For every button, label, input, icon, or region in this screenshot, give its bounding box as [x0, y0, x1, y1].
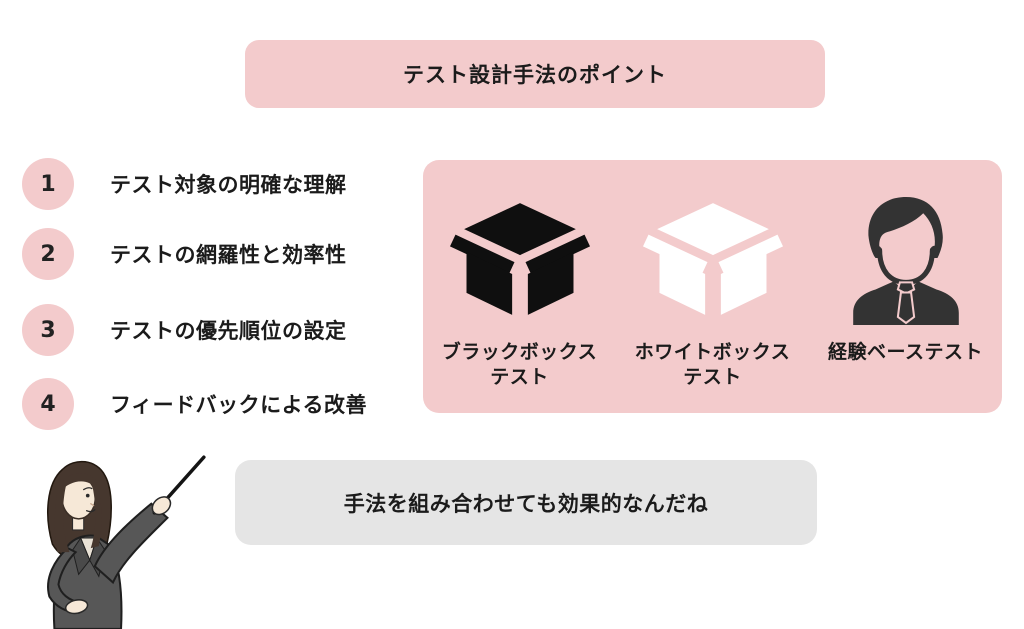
speech-bubble: 手法を組み合わせても効果的なんだね	[235, 460, 817, 545]
method-label: ブラックボックス テスト	[441, 341, 598, 388]
method-experience: 経験ベーステスト	[809, 160, 1002, 365]
experience-icon-holder	[845, 188, 967, 330]
method-whitebox: ホワイトボックス テスト	[616, 160, 809, 390]
point-label: テストの優先順位の設定	[110, 319, 347, 343]
point-number-badge: 2	[22, 228, 74, 280]
open-box-black-icon	[449, 203, 590, 315]
speech-bubble-text: 手法を組み合わせても効果的なんだね	[343, 491, 709, 516]
method-label: ホワイトボックス テスト	[634, 341, 791, 388]
whitebox-icon-holder	[638, 188, 788, 330]
point-label: テスト対象の明確な理解	[110, 173, 347, 197]
open-box-white-icon	[642, 203, 783, 315]
point-item-2: 2 テストの網羅性と効率性	[22, 228, 347, 280]
point-number-badge: 1	[22, 158, 74, 210]
point-item-1: 1 テスト対象の明確な理解	[22, 158, 347, 210]
point-item-3: 3 テストの優先順位の設定	[22, 304, 347, 356]
business-person-icon	[852, 197, 959, 325]
point-label: テストの網羅性と効率性	[110, 243, 347, 267]
blackbox-icon-holder	[445, 188, 595, 330]
point-label: フィードバックによる改善	[110, 393, 367, 417]
method-blackbox: ブラックボックス テスト	[423, 160, 616, 390]
point-number-badge: 4	[22, 378, 74, 430]
test-methods-panel: ブラックボックス テスト ホワイトボックス テスト	[423, 160, 1002, 413]
method-label: 経験ベーステスト	[827, 341, 984, 363]
point-number-badge: 3	[22, 304, 74, 356]
point-item-4: 4 フィードバックによる改善	[22, 378, 367, 430]
title-banner: テスト設計手法のポイント	[245, 40, 825, 108]
presenter-woman-illustration	[47, 455, 206, 629]
page-title: テスト設計手法のポイント	[403, 63, 667, 87]
